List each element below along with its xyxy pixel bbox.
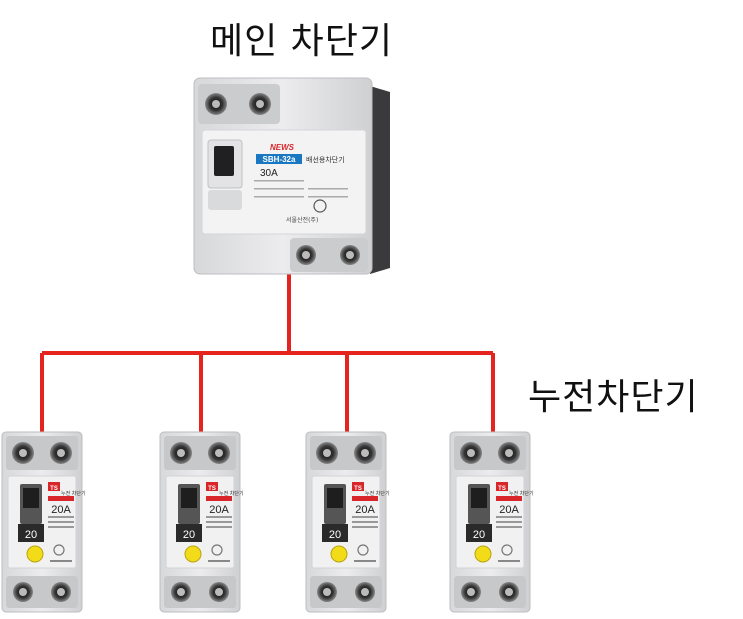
main-brand-label: NEWS	[270, 143, 295, 152]
rcd-label-2: 누전 차단기	[219, 490, 244, 497]
rcd-rating-4: 20A	[499, 504, 519, 516]
rcd-handle-value-1: 20	[25, 529, 37, 541]
main-breaker: NEWS SBH-32a 배선용차단기 30A 서울산전(주)	[193, 77, 390, 275]
rcd-breaker-2: TS 누전 차단기 20A 20	[159, 431, 244, 613]
rcd-breaker-3: TS 누전 차단기 20A 20	[305, 431, 390, 613]
main-rating-label: 30A	[260, 168, 278, 179]
main-breaker-title: 메인 차단기	[210, 21, 394, 62]
rcd-title: 누전차단기	[528, 377, 699, 418]
main-maker-label: 서울산전(주)	[286, 216, 318, 224]
rcd-label-4: 누전 차단기	[509, 490, 534, 497]
rcd-rating-1: 20A	[51, 504, 71, 516]
rcd-handle-value-2: 20	[183, 529, 195, 541]
rcd-brand-3: TS	[354, 486, 362, 492]
rcd-rating-3: 20A	[355, 504, 375, 516]
rcd-rating-2: 20A	[209, 504, 229, 516]
rcd-handle-value-3: 20	[329, 529, 341, 541]
rcd-handle-value-4: 20	[473, 529, 485, 541]
rcd-label-3: 누전 차단기	[365, 490, 390, 497]
rcd-breaker-4: TS 누전 차단기 20A 20	[449, 431, 534, 613]
rcd-brand-4: TS	[498, 486, 506, 492]
rcd-breaker-1: TS 누전 차단기 20A 20	[1, 431, 86, 613]
rcd-brand-2: TS	[208, 486, 216, 492]
main-model-label: SBH-32a	[263, 155, 296, 164]
rcd-label-1: 누전 차단기	[61, 490, 86, 497]
wire-network	[40, 272, 495, 440]
rcd-brand-1: TS	[50, 486, 58, 492]
main-product-label: 배선용차단기	[306, 155, 345, 164]
